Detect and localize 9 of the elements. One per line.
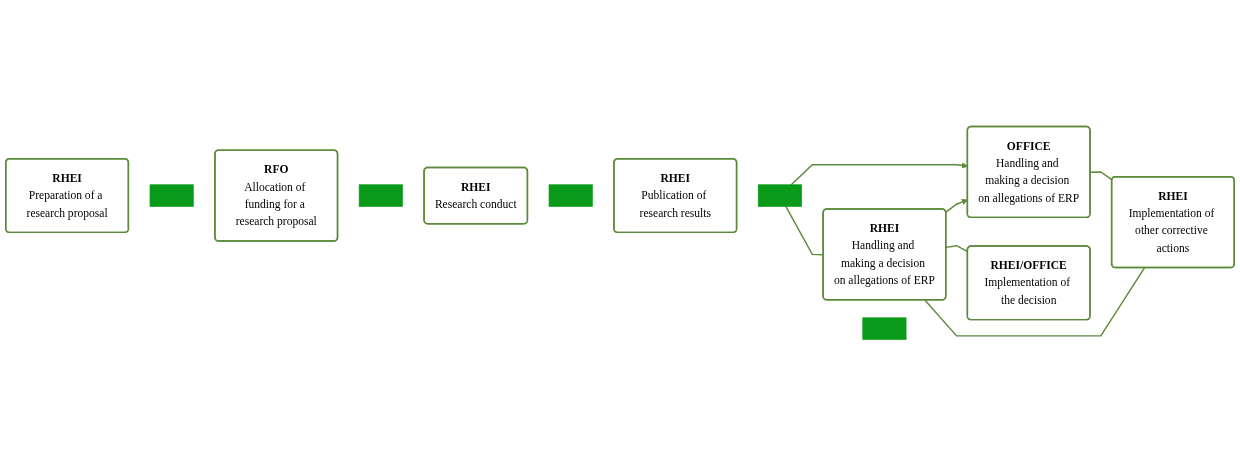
arrow [945,198,968,213]
connector [924,267,1146,337]
connector [1089,171,1113,181]
node-cross [862,317,907,340]
node-cross [757,184,802,207]
node-cross [358,184,403,207]
arrow [790,162,968,186]
node-cross [548,184,593,207]
node-cross [149,184,194,207]
